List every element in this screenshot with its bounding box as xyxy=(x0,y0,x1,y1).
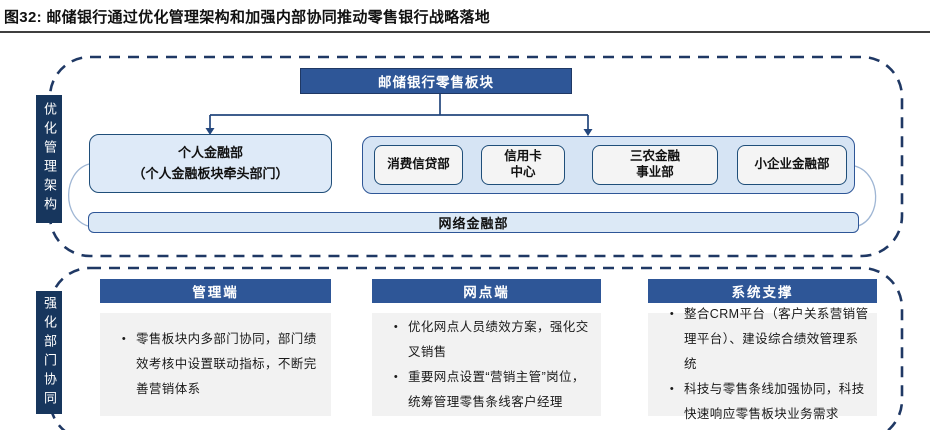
left-link-arc xyxy=(68,163,90,227)
arrow-to-personal xyxy=(205,128,215,135)
bullet-marker: • xyxy=(669,383,675,395)
bullet-item: • 科技与零售条线加强协同，科技快速响应零售板块业务需求 xyxy=(660,377,869,427)
bullet-marker: • xyxy=(121,333,127,345)
small-enterprise-label: 小企业金融部 xyxy=(754,157,830,172)
credit-card-line1: 信用卡 xyxy=(504,149,542,164)
bullet-item: • 零售板块内多部门协同，部门绩效考核中设置联动指标，不断完善营销体系 xyxy=(112,327,323,402)
personal-finance-line1: 个人金融部 xyxy=(177,145,243,161)
arrow-to-departments xyxy=(583,129,593,136)
sannong-line2: 事业部 xyxy=(636,165,674,179)
system-header-label: 系统支撑 xyxy=(731,285,794,300)
org-box-small-enterprise-finance: 小企业金融部 xyxy=(737,145,847,185)
title-divider xyxy=(0,31,930,33)
credit-card-line2: 中心 xyxy=(510,165,536,179)
org-bar-network-finance: 网络金融部 xyxy=(88,212,859,233)
side-label-optimize-structure: 优化管理架构 xyxy=(36,95,62,223)
column-header-system-support: 系统支撑 xyxy=(648,279,877,303)
column-panel-management: • 零售板块内多部门协同，部门绩效考核中设置联动指标，不断完善营销体系 xyxy=(100,313,331,416)
bullet-item: • 优化网点人员绩效方案，强化交叉销售 xyxy=(384,315,593,365)
bullet-text: 零售板块内多部门协同，部门绩效考核中设置联动指标，不断完善营销体系 xyxy=(136,332,317,396)
org-box-personal-finance: 个人金融部 （个人金融板块牵头部门） xyxy=(89,134,332,193)
org-box-credit-card-center: 信用卡 中心 xyxy=(481,145,565,185)
org-box-consumer-credit: 消费信贷部 xyxy=(374,145,463,185)
org-box-sannong-finance: 三农金融 事业部 xyxy=(592,145,718,185)
management-header-label: 管理端 xyxy=(192,285,239,300)
bullet-item: • 整合CRM平台（客户关系营销管理平台）、建设综合绩效管理系统 xyxy=(660,302,869,377)
org-connector-lines xyxy=(209,94,589,131)
sannong-line1: 三农金融 xyxy=(629,149,680,164)
bullet-item: • 重要网点设置“营销主管”岗位，统筹管理零售条线客户经理 xyxy=(384,365,593,415)
column-panel-branch: • 优化网点人员绩效方案，强化交叉销售 • 重要网点设置“营销主管”岗位，统筹管… xyxy=(372,313,601,416)
right-link-arc xyxy=(854,165,877,227)
column-header-management: 管理端 xyxy=(100,279,331,303)
column-header-branch: 网点端 xyxy=(372,279,601,303)
network-finance-label: 网络金融部 xyxy=(438,216,509,231)
org-root-label: 邮储银行零售板块 xyxy=(378,75,494,90)
bullet-text: 整合CRM平台（客户关系营销管理平台）、建设综合绩效管理系统 xyxy=(684,307,869,371)
bullet-marker: • xyxy=(669,308,675,320)
bullet-text: 科技与零售条线加强协同，科技快速响应零售板块业务需求 xyxy=(684,382,865,421)
consumer-credit-label: 消费信贷部 xyxy=(387,157,450,172)
bullet-text: 重要网点设置“营销主管”岗位，统筹管理零售条线客户经理 xyxy=(408,369,585,409)
column-panel-system-support: • 整合CRM平台（客户关系营销管理平台）、建设综合绩效管理系统 • 科技与零售… xyxy=(648,307,877,421)
bullet-text: 优化网点人员绩效方案，强化交叉销售 xyxy=(408,319,589,359)
figure-title: 图32: 邮储银行通过优化管理架构和加强内部协同推动零售银行战略落地 xyxy=(4,9,491,26)
bullet-marker: • xyxy=(393,320,399,333)
bullet-marker: • xyxy=(393,370,399,383)
branch-header-label: 网点端 xyxy=(463,285,510,300)
side-label-strengthen-collab: 强化部门协同 xyxy=(36,291,62,414)
personal-finance-line2: （个人金融板块牵头部门） xyxy=(132,165,289,181)
org-root-box: 邮储银行零售板块 xyxy=(300,68,572,94)
